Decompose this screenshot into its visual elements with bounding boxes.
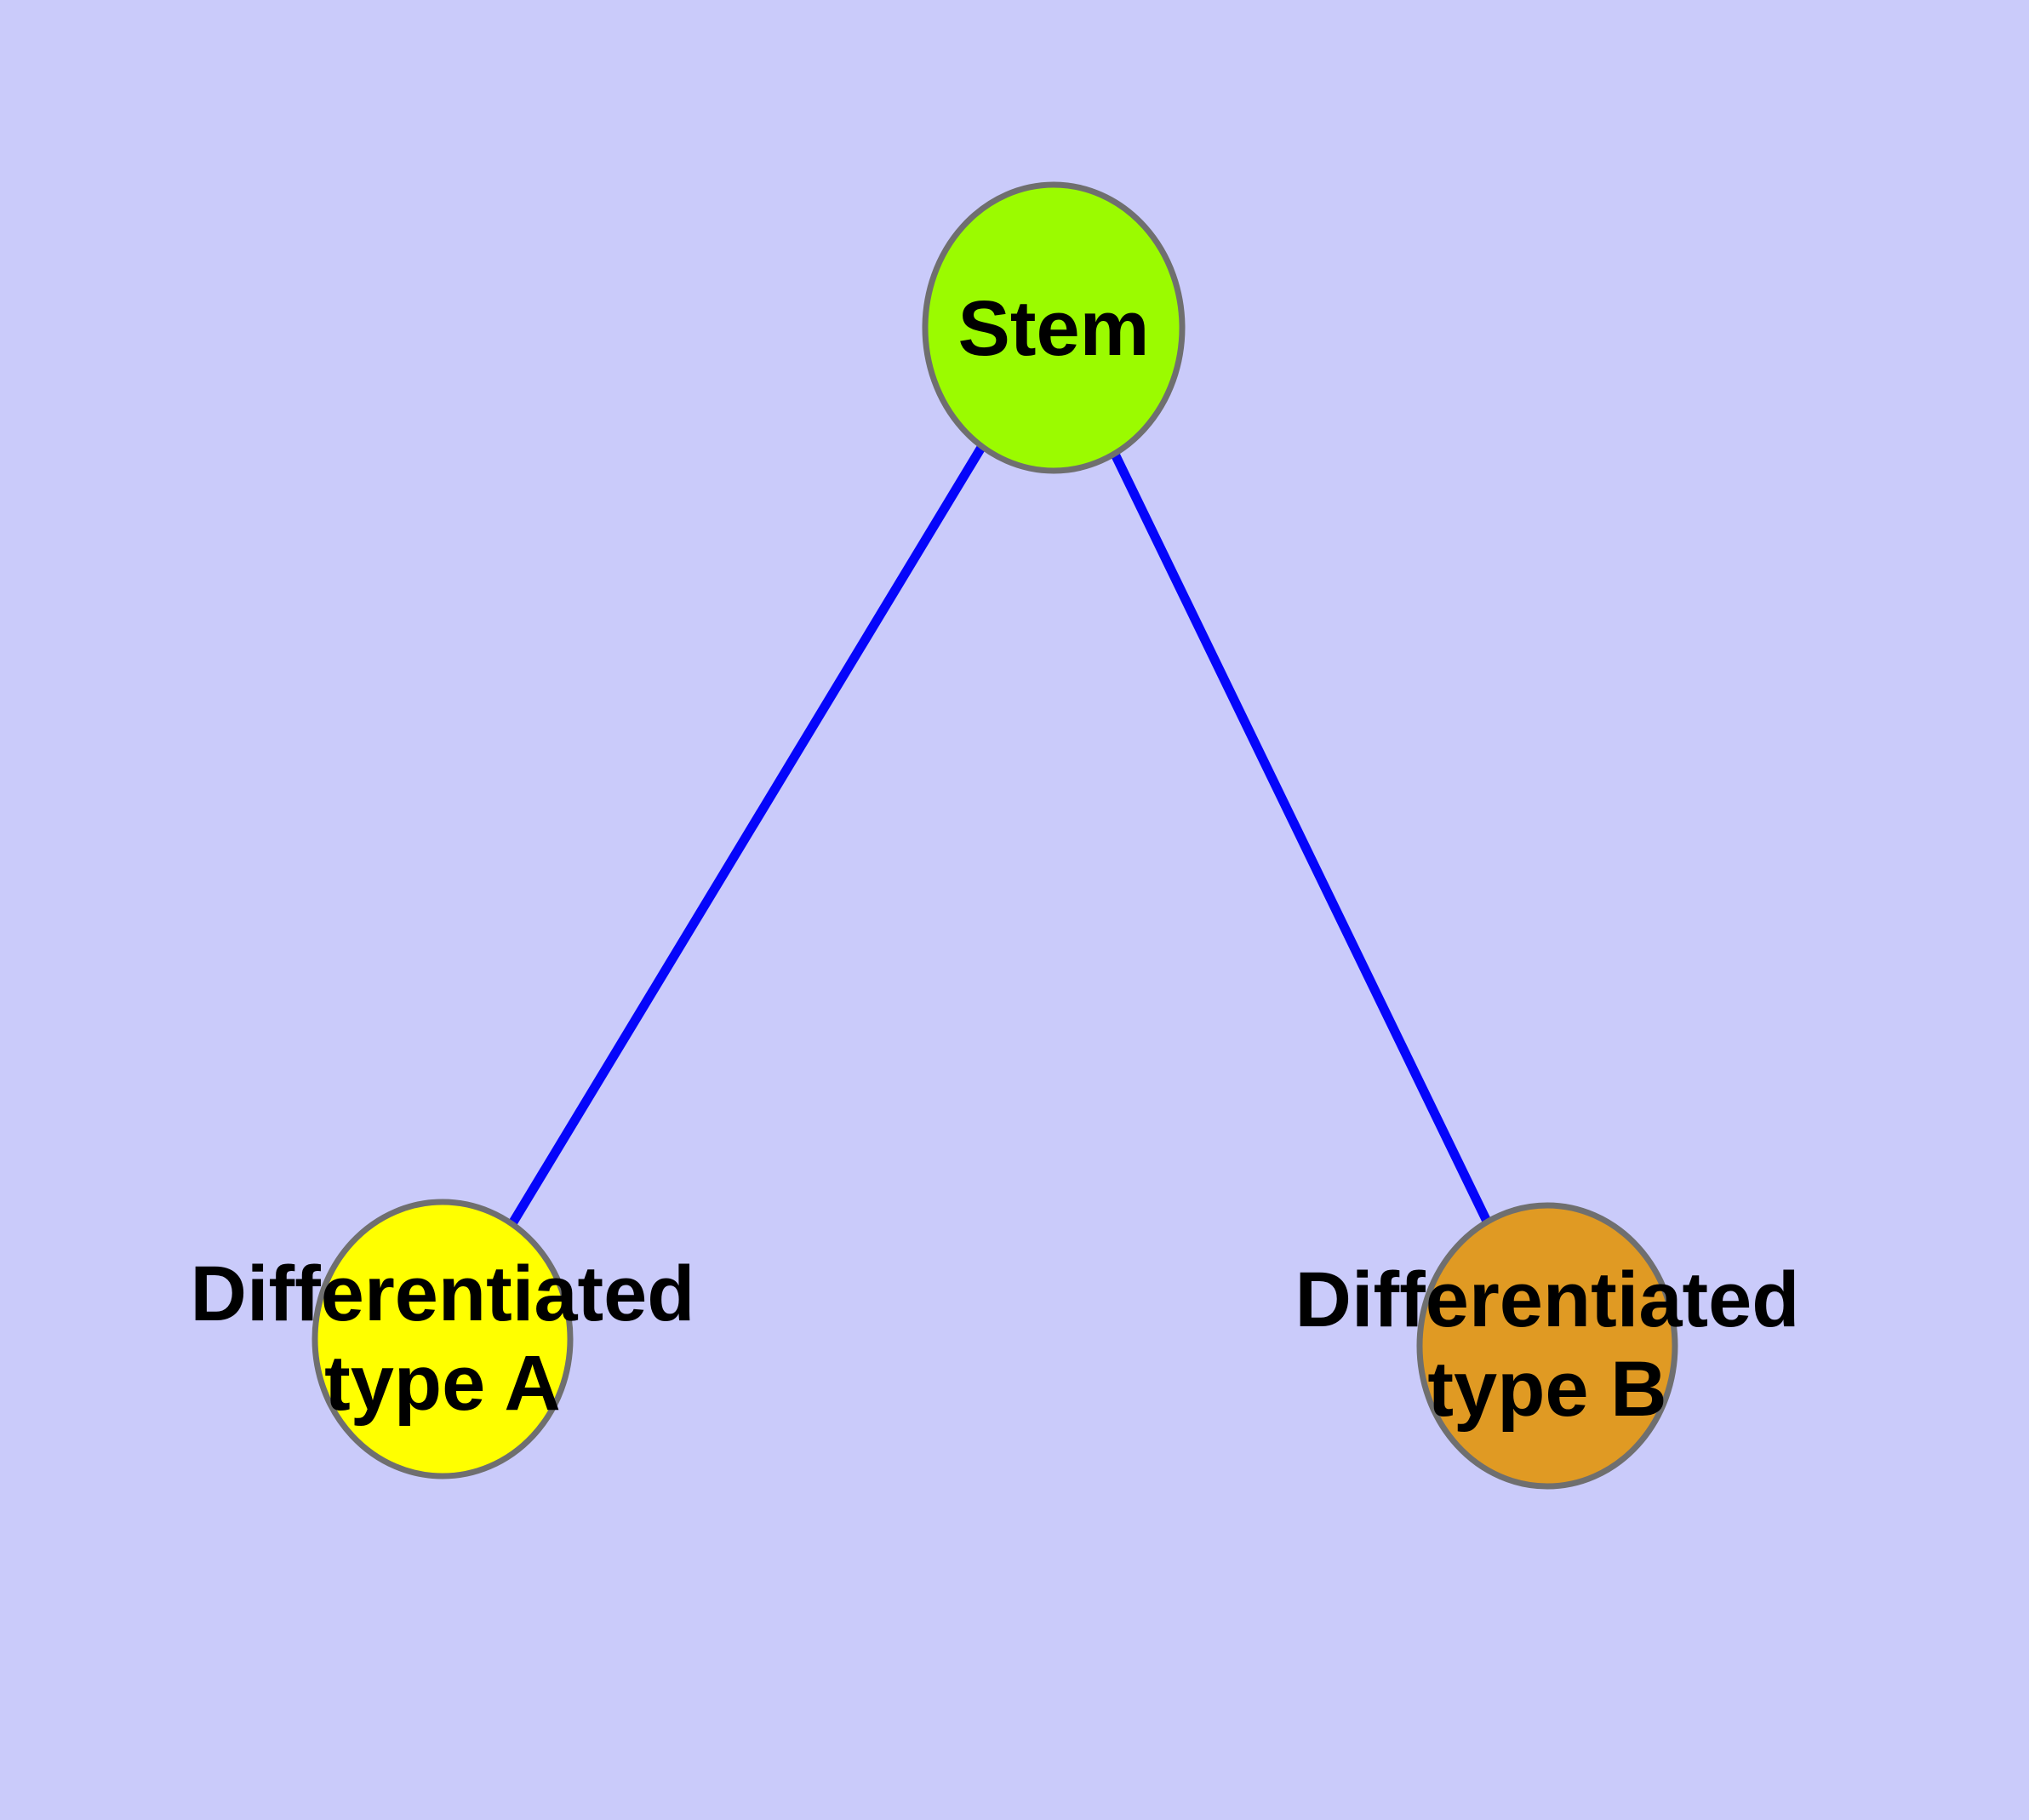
type-b-label-line2: type B: [1427, 1346, 1666, 1433]
type-b-node: [1416, 1202, 1678, 1490]
stem-node-label: Stem: [958, 285, 1150, 372]
type-b-label-line1: Differentiated: [1295, 1256, 1800, 1343]
type-a-node: [311, 1199, 574, 1479]
stem-node: [922, 181, 1186, 474]
edge-stem-to-type-b: [1049, 325, 1552, 1348]
type-a-label-line1: Differentiated: [191, 1251, 695, 1337]
edge-stem-to-type-a: [438, 325, 1058, 1342]
type-a-label-line2: type A: [324, 1340, 561, 1427]
